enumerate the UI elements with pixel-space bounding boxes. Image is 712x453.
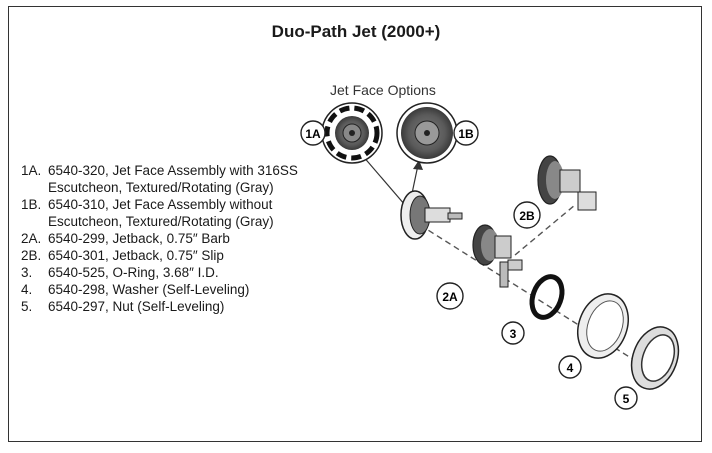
callout-1a-label: 1A	[305, 127, 321, 141]
parts-legend: 1A. 6540-320, Jet Face Assembly with 316S…	[21, 162, 311, 315]
callout-3-label: 3	[510, 327, 517, 341]
legend-code: 1A.	[21, 163, 42, 178]
callout-2a-label: 2A	[442, 290, 458, 304]
legend-text: 6540-301, Jetback, 0.75″ Slip	[48, 248, 224, 263]
legend-text: 6540-298, Washer (Self-Leveling)	[48, 282, 250, 297]
arrow-head-1b	[413, 160, 423, 170]
callout-3: 3	[501, 321, 525, 345]
callout-2b-label: 2B	[519, 209, 535, 223]
legend-item: 5. 6540-297, Nut (Self-Leveling)	[21, 298, 311, 315]
callout-5-label: 5	[623, 392, 630, 406]
legend-text: 6540-310, Jet Face Assembly without Escu…	[48, 197, 274, 229]
callout-4-label: 4	[567, 361, 574, 375]
callout-2b: 2B	[513, 201, 541, 229]
callout-1a: 1A	[300, 120, 326, 146]
alt-jetback-axis-line	[514, 204, 576, 256]
assembly-axis-line	[419, 224, 651, 371]
callout-1b-label: 1B	[458, 127, 474, 141]
legend-item: 1A. 6540-320, Jet Face Assembly with 316S…	[21, 162, 311, 196]
diagram-frame	[8, 6, 702, 442]
legend-item: 2A. 6540-299, Jetback, 0.75″ Barb	[21, 230, 311, 247]
legend-code: 4.	[21, 282, 33, 297]
jet-face-assembly	[400, 190, 463, 240]
legend-code: 3.	[21, 265, 33, 280]
callout-2a: 2A	[436, 282, 464, 310]
o-ring-part	[529, 274, 565, 320]
jetback-2a	[472, 224, 523, 288]
legend-code: 5.	[21, 299, 33, 314]
callout-1b: 1B	[453, 120, 479, 146]
jet-face-option-1a	[321, 102, 383, 164]
callout-4: 4	[558, 355, 582, 379]
legend-code: 1B.	[21, 197, 42, 212]
nut-part	[630, 326, 680, 390]
jet-face-options-label: Jet Face Options	[330, 82, 436, 98]
legend-item: 4. 6540-298, Washer (Self-Leveling)	[21, 281, 311, 298]
legend-text: 6540-299, Jetback, 0.75″ Barb	[48, 231, 230, 246]
legend-text: 6540-297, Nut (Self-Leveling)	[48, 299, 225, 314]
diagram-title: Duo-Path Jet (2000+)	[271, 22, 441, 41]
legend-item: 2B. 6540-301, Jetback, 0.75″ Slip	[21, 247, 311, 264]
legend-text: 6540-320, Jet Face Assembly with 316SS E…	[48, 163, 298, 195]
legend-item: 3. 6540-525, O-Ring, 3.68″ I.D.	[21, 264, 311, 281]
arrow-line-1a	[361, 154, 406, 206]
legend-text: 6540-525, O-Ring, 3.68″ I.D.	[48, 265, 219, 280]
legend-code: 2A.	[21, 231, 42, 246]
jet-face-option-1b	[396, 102, 458, 164]
washer-part	[577, 293, 629, 359]
legend-item: 1B. 6540-310, Jet Face Assembly without E…	[21, 196, 311, 230]
legend-code: 2B.	[21, 248, 42, 263]
callout-5: 5	[614, 386, 638, 410]
jetback-2b	[537, 155, 597, 211]
